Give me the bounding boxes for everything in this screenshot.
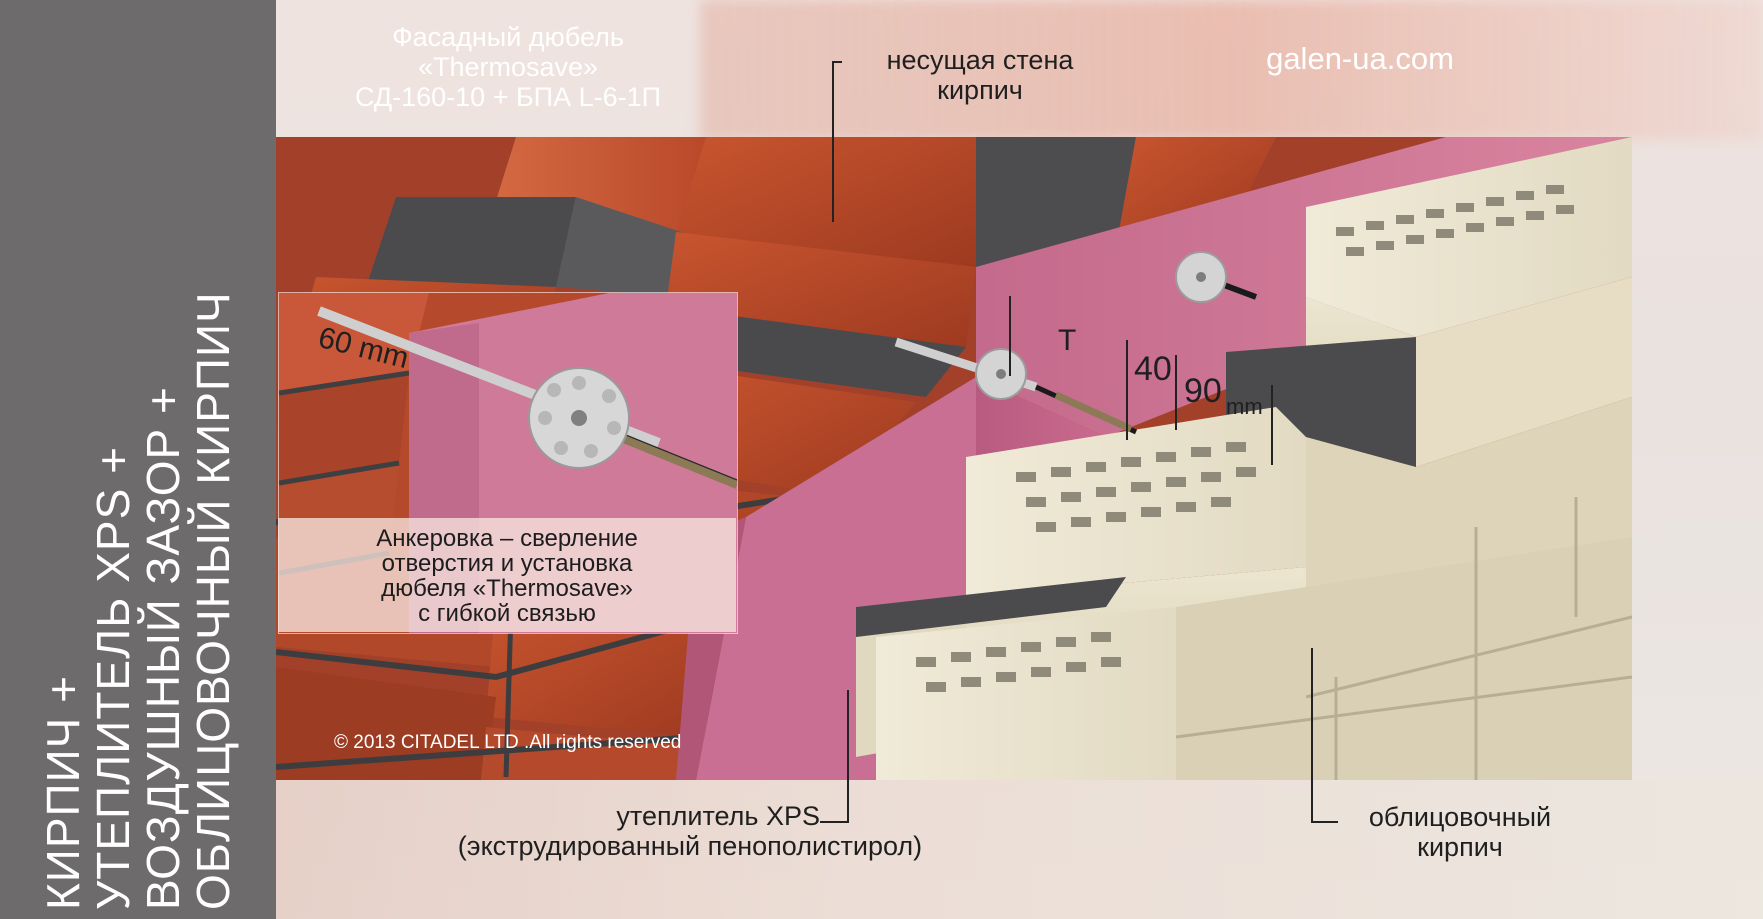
inset-caption: Анкеровка – сверление отверстия и устано…	[278, 518, 736, 632]
sidebar-line: УТЕПЛИТЕЛЬ XPS +	[87, 446, 139, 910]
background-blur-bottom	[276, 780, 1763, 919]
label-line: кирпич	[937, 75, 1023, 105]
label-line: кирпич	[1417, 832, 1503, 862]
site-url: galen-ua.com	[1266, 41, 1454, 76]
inset-caption-line: Анкеровка – сверление	[376, 525, 638, 552]
label-xps-insulation: утеплитель XPS (экструдированный пенопол…	[400, 801, 980, 861]
label-line: облицовочный	[1368, 802, 1552, 832]
inset-caption-line: с гибкой связью	[418, 600, 596, 627]
label-line: утеплитель XPS	[616, 801, 820, 831]
product-title: Фасадный дюбель «Thermosave» СД-160-10 +…	[318, 22, 698, 112]
facing-brick-courses	[856, 137, 1632, 780]
sidebar-panel: КИРПИЧ + УТЕПЛИТЕЛЬ XPS + ВОЗДУШНЫЙ ЗАЗО…	[0, 0, 276, 919]
sidebar-line: ОБЛИЦОВОЧНЫЙ КИРПИЧ	[187, 291, 239, 910]
label-facing-brick: облицовочный кирпич	[1340, 802, 1580, 862]
inset-caption-line: отверстия и установка	[381, 550, 633, 577]
dimension-unit: mm	[1226, 394, 1263, 419]
product-title-line: СД-160-10 + БПА L-6-1П	[354, 82, 662, 112]
sidebar-title: КИРПИЧ + УТЕПЛИТЕЛЬ XPS + ВОЗДУШНЫЙ ЗАЗО…	[37, 30, 239, 910]
label-load-bearing-wall: несущая стена кирпич	[855, 45, 1105, 105]
sidebar-line: КИРПИЧ +	[37, 675, 89, 910]
sidebar-line: ВОЗДУШНЫЙ ЗАЗОР +	[137, 386, 189, 910]
product-title-line: «Thermosave»	[417, 52, 599, 82]
dimension-facing-90: 90	[1184, 372, 1222, 410]
dimension-gap-40: 40	[1134, 350, 1172, 388]
dimension-marker: T	[1058, 324, 1077, 357]
label-line: (экструдированный пенополистирол)	[457, 831, 923, 861]
inset-caption-line: дюбеля «Thermosave»	[381, 575, 633, 602]
thermosave-dowel	[894, 251, 1258, 435]
copyright-notice: © 2013 CITADEL LTD .All rights reserved	[334, 732, 682, 753]
label-line: несущая стена	[886, 45, 1074, 75]
background-blur-top	[700, 0, 1763, 140]
product-title-line: Фасадный дюбель	[392, 22, 624, 52]
